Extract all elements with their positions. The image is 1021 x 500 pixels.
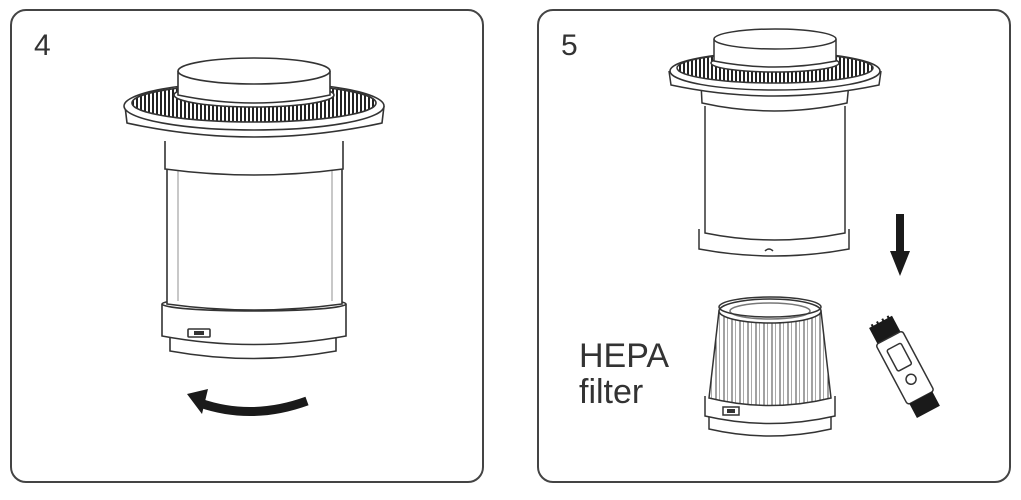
hepa-label-line2: filter xyxy=(579,372,644,411)
step-number: 5 xyxy=(561,29,578,62)
rotate-arrow-icon xyxy=(187,389,309,417)
hepa-filter-label: HEPA filter xyxy=(579,337,670,411)
hepa-label-line1: HEPA xyxy=(579,337,670,375)
step-4-panel: 4 xyxy=(10,9,484,483)
down-arrow-icon xyxy=(890,214,910,276)
filter-removal-illustration xyxy=(668,28,940,437)
step-number: 4 xyxy=(34,29,51,62)
step-5-panel: 5 HEPA filter xyxy=(537,9,1011,483)
filter-assembly-illustration xyxy=(123,57,385,417)
cleaning-brush-icon xyxy=(869,315,940,419)
